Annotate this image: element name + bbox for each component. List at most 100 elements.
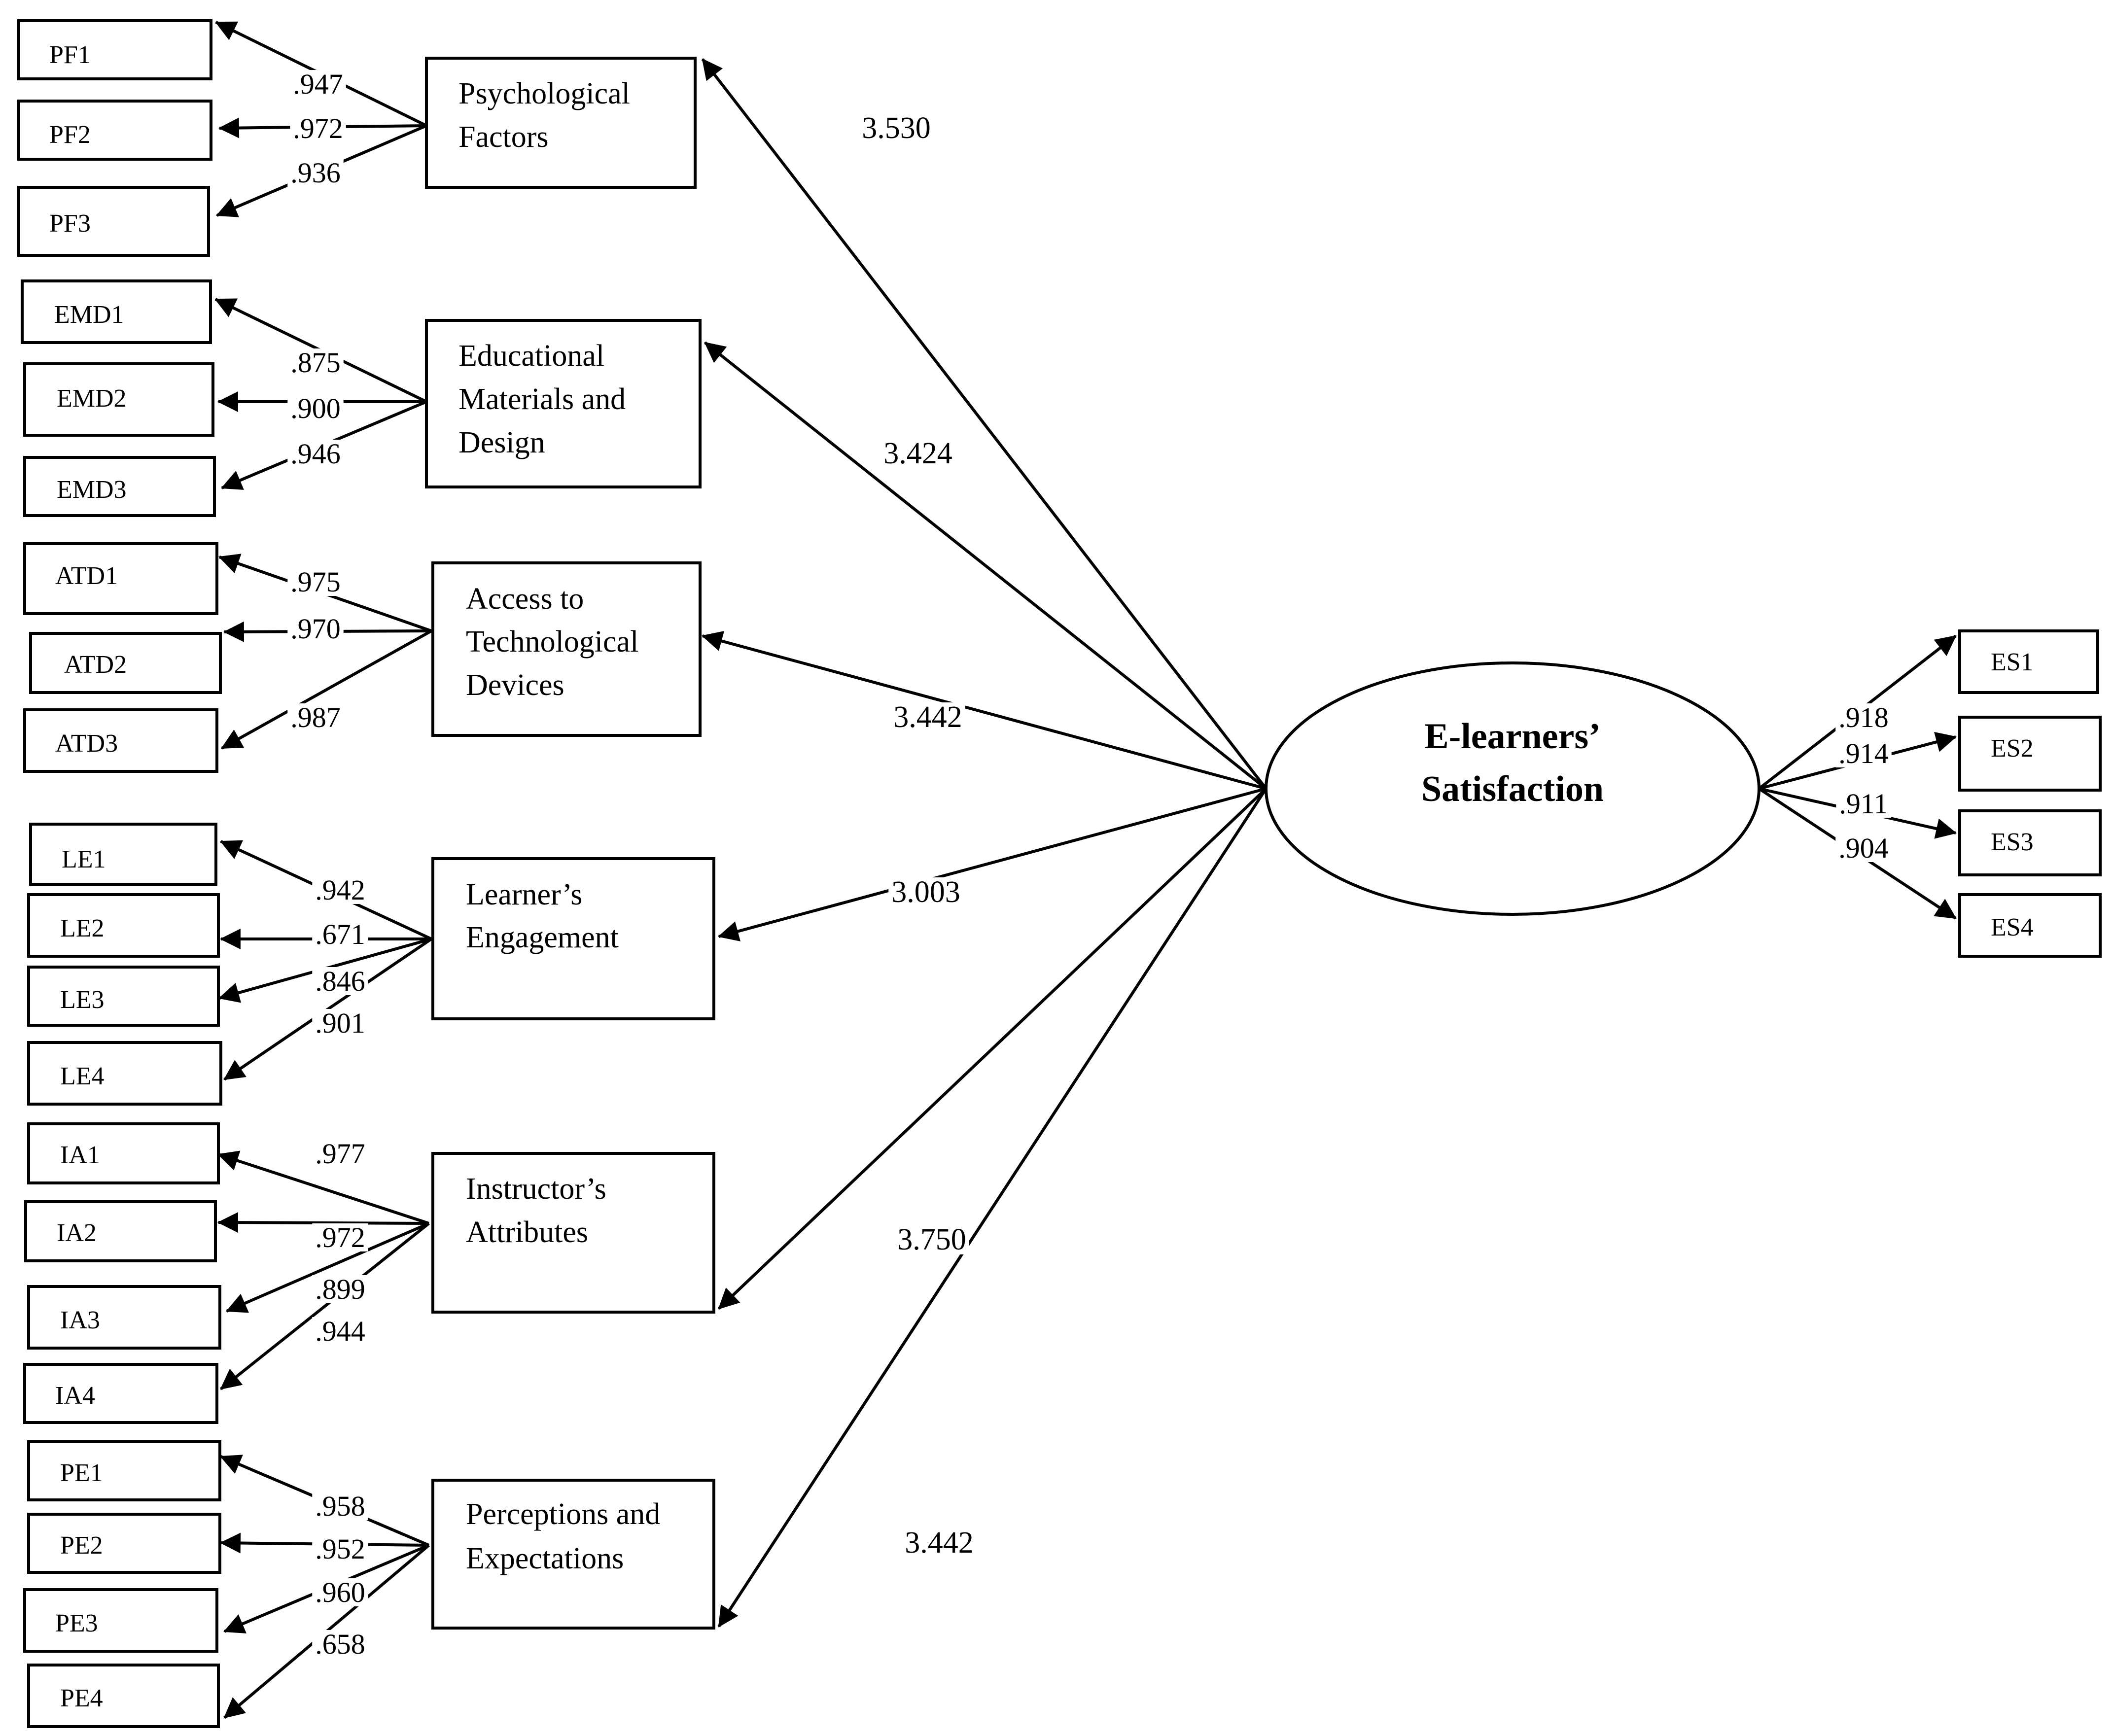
loading-label-atd3-backing	[287, 703, 344, 731]
indicator-box-es2	[1958, 716, 2102, 792]
loading-label-pe1: .958	[315, 1490, 365, 1522]
indicator-label-ia2: IA2	[57, 1219, 97, 1247]
indicator-label-es1: ES1	[1991, 648, 2034, 676]
indicator-box-es3	[1958, 809, 2102, 876]
factor-box-ia	[431, 1152, 715, 1314]
indicator-label-es3: ES3	[1991, 828, 2034, 856]
loading-label-pe3-backing	[312, 1578, 368, 1606]
indicator-box-pf1	[17, 19, 212, 80]
latent-label-line1: E-learners’	[1424, 716, 1601, 757]
loading-label-emd3: .946	[290, 438, 341, 470]
indicator-box-pe1	[27, 1440, 221, 1501]
loading-label-atd1: .975	[290, 566, 341, 598]
path-coefficient-label-pf: 3.530	[862, 111, 931, 145]
loading-label-pe4: .658	[315, 1628, 365, 1660]
indicator-box-emd2	[23, 362, 214, 437]
indicator-box-emd3	[23, 456, 216, 517]
loading-label-es1: .918	[1838, 701, 1889, 733]
loading-label-ia4-backing	[312, 1317, 368, 1345]
loading-label-emd3-backing	[287, 440, 344, 468]
loading-label-pf2-backing	[290, 114, 346, 142]
loading-label-atd2: .970	[290, 613, 341, 645]
loading-label-emd2: .900	[290, 392, 341, 424]
indicator-label-atd1: ATD1	[55, 562, 118, 590]
indicator-box-es4	[1958, 893, 2102, 958]
loading-label-emd1-backing	[287, 348, 344, 377]
factor-label-pf-line2: Factors	[458, 120, 549, 154]
indicator-box-ia4	[23, 1363, 218, 1424]
loading-label-es1-backing	[1835, 703, 1892, 731]
loading-label-ia3: .899	[315, 1273, 365, 1305]
indicator-box-pe2	[27, 1513, 221, 1574]
indicator-box-es1	[1958, 629, 2099, 694]
loading-label-le2-backing	[312, 920, 368, 948]
path-line-pe	[717, 788, 1268, 1628]
factor-label-pe-line1: Perceptions and	[466, 1497, 660, 1531]
path-line-emd	[704, 341, 1267, 790]
path-coefficient-label-ia: 3.750	[897, 1223, 966, 1256]
loading-line-ia4	[220, 1222, 430, 1390]
path-coefficient-label-emd-backing	[880, 439, 955, 468]
loading-label-pf1-backing	[290, 70, 346, 98]
loading-label-emd1: .875	[290, 347, 341, 379]
indicator-box-pe3	[23, 1588, 218, 1653]
factor-label-atd-line1: Access to	[466, 582, 584, 616]
indicator-label-es2: ES2	[1991, 734, 2034, 763]
path-line-ia	[717, 787, 1268, 1310]
factor-label-le-line2: Engagement	[466, 921, 619, 954]
loading-label-pf2: .972	[293, 112, 343, 144]
indicator-label-ia4: IA4	[55, 1382, 95, 1410]
factor-label-ia-line2: Attributes	[466, 1215, 588, 1249]
indicator-box-ia3	[27, 1285, 221, 1350]
factor-label-atd-line3: Devices	[466, 668, 564, 702]
path-coefficient-label-atd: 3.442	[893, 700, 962, 734]
indicator-label-pf3: PF3	[49, 209, 91, 238]
indicator-label-atd2: ATD2	[64, 651, 127, 679]
indicator-label-pe3: PE3	[55, 1609, 98, 1637]
factor-label-emd-line3: Design	[458, 426, 545, 459]
loading-label-es3: .911	[1839, 788, 1888, 820]
loading-line-ia1	[217, 1150, 429, 1225]
loading-label-ia2: .972	[315, 1221, 365, 1253]
indicator-box-le4	[27, 1041, 222, 1106]
loading-label-le3: .846	[315, 965, 365, 997]
loading-label-le3-backing	[312, 967, 368, 995]
indicator-box-ia2	[24, 1200, 217, 1262]
indicator-label-le1: LE1	[62, 845, 106, 873]
indicator-box-atd1	[23, 542, 218, 615]
indicator-box-pe4	[27, 1664, 220, 1728]
loading-label-es4-backing	[1835, 834, 1892, 862]
path-coefficient-label-le: 3.003	[891, 875, 960, 909]
loading-label-ia4: .944	[315, 1315, 365, 1347]
indicator-box-le3	[27, 966, 220, 1027]
factor-box-atd	[431, 561, 702, 737]
factor-box-pf	[425, 57, 697, 189]
indicator-box-ia1	[27, 1122, 220, 1184]
loading-label-pe4-backing	[312, 1630, 368, 1658]
path-line-atd	[701, 631, 1267, 790]
loading-label-pe2: .952	[315, 1533, 365, 1565]
loading-label-pe2-backing	[312, 1535, 368, 1563]
indicator-box-emd1	[21, 279, 212, 344]
factor-label-atd-line2: Technological	[466, 625, 638, 659]
loading-label-pf3: .936	[290, 157, 341, 189]
path-coefficient-label-ia-backing	[894, 1225, 969, 1254]
factor-box-emd	[425, 319, 702, 488]
loading-label-ia2-backing	[312, 1223, 368, 1251]
indicator-label-emd1: EMD1	[54, 301, 124, 329]
loading-label-ia1: .977	[315, 1138, 365, 1170]
indicator-box-atd3	[23, 708, 218, 773]
loading-label-es2: .914	[1838, 737, 1889, 769]
factor-label-ia-line1: Instructor’s	[466, 1172, 606, 1206]
loading-label-pe1-backing	[312, 1492, 368, 1520]
loading-label-es3-backing	[1836, 790, 1891, 818]
loading-label-pf3-backing	[287, 159, 344, 187]
loading-line-ia2	[217, 1212, 429, 1233]
loading-label-le4: .901	[315, 1007, 365, 1039]
factor-label-emd-line1: Educational	[458, 339, 604, 373]
indicator-label-es4: ES4	[1991, 913, 2034, 941]
loading-label-le4-backing	[312, 1009, 368, 1037]
factor-label-pf-line1: Psychological	[458, 77, 630, 110]
indicator-label-le4: LE4	[60, 1062, 105, 1090]
indicator-label-le2: LE2	[60, 914, 105, 942]
